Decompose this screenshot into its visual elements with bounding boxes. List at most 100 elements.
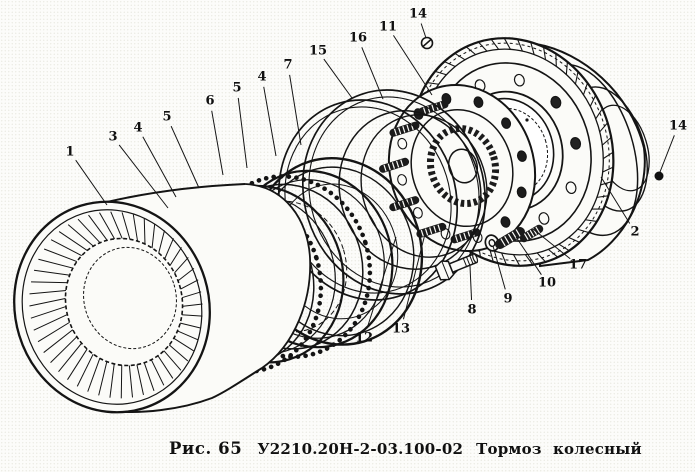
spring-10-coil (507, 233, 514, 242)
hub-stud-with-spring-coil (402, 200, 406, 208)
callout-14: 14 (409, 7, 427, 22)
drum2-gear-tooth (596, 195, 609, 198)
drum1-bore-far (83, 246, 177, 350)
screw-14 (420, 36, 434, 50)
leader-line-11 (393, 35, 433, 96)
leader-line-13 (402, 233, 426, 320)
hub-stud-with-spring-coil (410, 197, 414, 205)
drum2-gear-tooth (599, 122, 609, 133)
spacer-ring-12 (338, 110, 482, 270)
hub-rim-hole (473, 96, 484, 108)
spline-bush-17-coil (526, 231, 532, 239)
leader-line-4 (263, 86, 277, 157)
drum2-gear-tooth (501, 252, 507, 266)
drum2-gear-tooth (542, 46, 547, 60)
drum2-gear-tooth (574, 71, 579, 85)
figure-caption: Рис. 65 У2210.20Н-2-03.100-02 Тормоз колес… (169, 439, 642, 458)
ring-gear-drum-part-1 (13, 183, 312, 414)
drum2-gear-tooth (513, 254, 521, 267)
hub-stud-with-spring-coil (454, 235, 459, 243)
hub-rim-hole (500, 216, 511, 228)
drum2-gear-tooth (503, 37, 511, 50)
drum2-gear-tooth (444, 61, 456, 68)
drum2-gear-tooth (477, 41, 488, 52)
hub-stud-with-spring-coil (393, 128, 398, 136)
callout-16: 16 (349, 31, 367, 46)
spline-bush-17-coil (529, 229, 535, 237)
leader-line-14 (659, 135, 675, 173)
hub-stud-with-spring-coil (406, 124, 410, 132)
hub-rim-hole (516, 186, 527, 199)
hub-stud-with-spring-coil (424, 228, 429, 236)
leader-line-3 (118, 144, 169, 209)
hub-stud-with-spring-coil (387, 163, 391, 171)
figure-title: Тормоз колесный (476, 440, 642, 458)
drum2-gear-tooth (434, 70, 447, 76)
spring-10-coil (515, 229, 521, 237)
hub-stud-with-spring-coil (393, 203, 397, 210)
drum2-gear-tooth (524, 254, 534, 266)
callout-9: 9 (503, 292, 512, 307)
hub-stud-with-spring-coil (400, 159, 404, 167)
drum2-gear-tooth (558, 243, 570, 252)
drum2-gear-tooth (465, 46, 477, 56)
spline-bush-17-coil (535, 226, 541, 234)
drum2-gear-tooth (427, 82, 439, 85)
drum2-gear-tooth (489, 249, 494, 263)
drum2-bolt-hole (513, 73, 525, 87)
bolt-8-thread (469, 255, 474, 265)
hub-stud-with-spring-coil (429, 227, 433, 234)
leader-line-5 (237, 97, 248, 169)
callout-13: 13 (392, 322, 410, 337)
drum2-gear-tooth (585, 219, 597, 222)
callout-14: 14 (669, 119, 687, 134)
drum2-gear-tooth (568, 236, 580, 243)
drum2-gear-tooth (595, 108, 603, 120)
hub-stud-with-spring-coil (391, 162, 396, 169)
bolt-8-thread (466, 256, 471, 266)
drum1-bottom-edge (111, 367, 263, 413)
drum2-bolt-hole (570, 136, 582, 150)
drum2-gear-tooth (600, 181, 612, 186)
drum2-gear-tooth (602, 166, 614, 173)
leader-line-17 (532, 228, 571, 260)
leader-line-4 (142, 136, 177, 198)
bolt-8-head (434, 260, 455, 281)
spline-bush-17-coil (523, 233, 529, 241)
drum2-gear-tooth (517, 38, 523, 52)
drum2-gear-tooth (454, 52, 466, 61)
snap-ring-16 (301, 89, 487, 295)
callout-11: 11 (379, 20, 397, 35)
drum1-back-rim (244, 183, 312, 369)
drum2-gear-tooth (530, 41, 535, 55)
callout-5: 5 (162, 110, 171, 125)
hub-stud-with-spring-coil (420, 229, 424, 237)
leader-line-5 (170, 125, 200, 189)
drum2-gear-tooth (582, 82, 589, 95)
drum2-gear-tooth (577, 228, 590, 234)
hub-center-bore (447, 148, 479, 184)
drum2-bolt-hole (565, 181, 577, 195)
figure-number: Рис. 65 (169, 439, 243, 458)
callout-12: 12 (355, 331, 373, 346)
callout-1: 1 (65, 145, 74, 160)
callout-5: 5 (232, 81, 241, 96)
spring-10-coil (500, 238, 506, 247)
callout-2: 2 (630, 225, 639, 240)
figure-code: У2210.20Н-2-03.100-02 (257, 440, 464, 458)
drum2-gear-tooth (565, 61, 568, 75)
leader-line-7 (289, 74, 302, 146)
spring-10-coil (504, 236, 510, 244)
spacer-ring-13 (360, 114, 488, 258)
disc-toothed-edge (203, 174, 373, 360)
drum2-bolt-hole (550, 95, 562, 109)
leader-line-9 (492, 245, 506, 290)
callout-7: 7 (283, 58, 292, 73)
small-parts (420, 36, 664, 281)
callout-4: 4 (257, 70, 266, 85)
bolt-8-thread (462, 258, 468, 267)
leader-line-1 (75, 159, 108, 206)
